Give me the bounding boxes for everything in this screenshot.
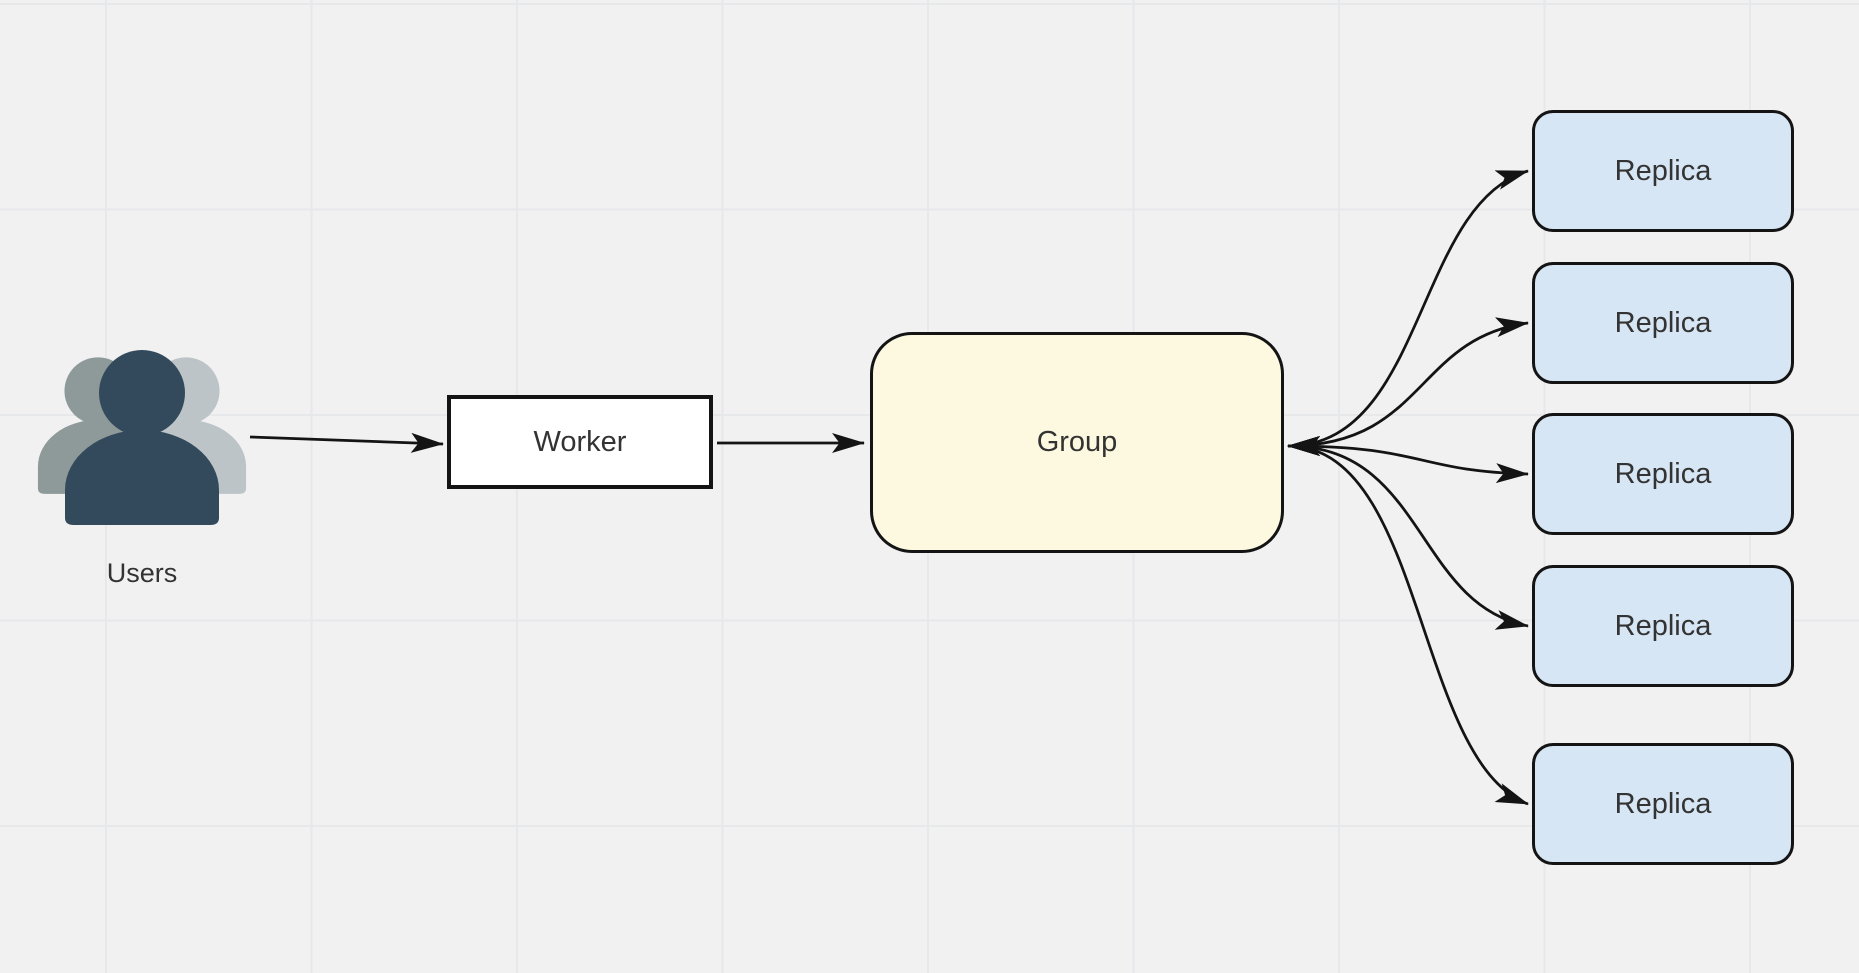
replica-node-3[interactable]: Replica (1532, 413, 1794, 535)
replica-node-label: Replica (1614, 457, 1712, 490)
group-node-label: Group (1036, 426, 1118, 458)
users-icon-back-right-person (125, 357, 247, 494)
users-icon-back-left-person (37, 357, 159, 494)
replica-node-label: Replica (1614, 787, 1712, 820)
group-node[interactable]: Group (870, 332, 1284, 553)
replica-node-1[interactable]: Replica (1532, 110, 1794, 232)
replica-node-label: Replica (1614, 306, 1712, 339)
replica-node-4[interactable]: Replica (1532, 565, 1794, 687)
users-icon[interactable] (37, 350, 247, 525)
edge-users-worker[interactable] (249, 432, 444, 453)
users-icon-front-person (65, 350, 219, 525)
users-node-label: Users (106, 558, 178, 588)
edge-group-replica-5[interactable] (1287, 436, 1529, 806)
replica-node-5[interactable]: Replica (1532, 743, 1794, 865)
replica-node-label: Replica (1614, 609, 1712, 642)
replica-node-label: Replica (1614, 154, 1712, 187)
worker-node[interactable]: Worker (447, 395, 713, 489)
replica-node-2[interactable]: Replica (1532, 262, 1794, 384)
worker-node-label: Worker (533, 425, 627, 458)
edge-group-replica-1[interactable] (1287, 169, 1529, 456)
